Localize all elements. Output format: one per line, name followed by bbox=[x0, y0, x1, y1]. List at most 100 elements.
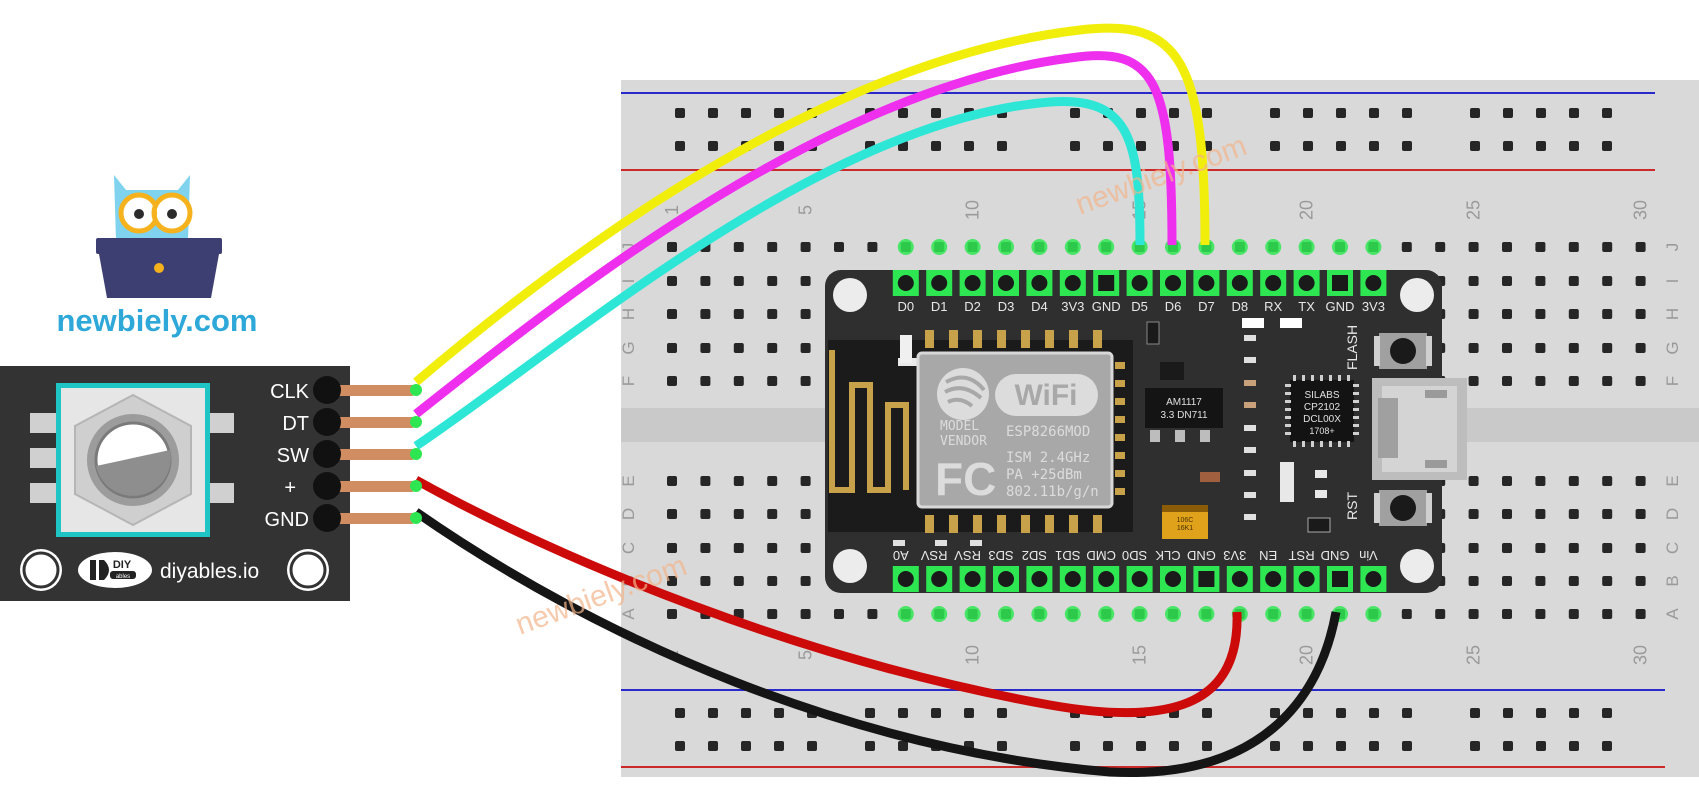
terminal-hole bbox=[733, 343, 744, 353]
wifi-logo-text: WiFi bbox=[1014, 379, 1077, 412]
regulator-line-1: AM1117 bbox=[1166, 397, 1202, 408]
terminal-hole bbox=[1502, 309, 1512, 319]
header-pin bbox=[1298, 275, 1315, 291]
regulator-tab bbox=[1160, 362, 1184, 380]
capacitor-line-2: 16K1 bbox=[1177, 525, 1193, 532]
chip-pin bbox=[1338, 441, 1341, 447]
encoder-pin-socket bbox=[313, 440, 341, 468]
micro-usb-port[interactable] bbox=[1372, 378, 1467, 480]
header-pin bbox=[931, 275, 948, 291]
terminal-hole bbox=[1468, 309, 1479, 319]
terminal-hole bbox=[1635, 376, 1646, 386]
encoder-tab-4 bbox=[206, 413, 234, 433]
encoder-pin-leg bbox=[327, 385, 413, 396]
row-letter: I bbox=[1663, 279, 1682, 284]
header-pin bbox=[1332, 571, 1348, 587]
encoder-tab-2 bbox=[30, 448, 58, 468]
terminal-hole bbox=[1502, 376, 1512, 386]
rail-hole bbox=[1369, 141, 1379, 151]
row-letter: F bbox=[1663, 376, 1682, 386]
terminal-hole bbox=[1502, 543, 1512, 553]
mount-hole-bl bbox=[833, 549, 867, 583]
rail-hole bbox=[1470, 141, 1480, 151]
encoder-pin-leg bbox=[327, 449, 413, 460]
top-pin-label: TX bbox=[1298, 299, 1315, 314]
rail-hole bbox=[1569, 141, 1579, 151]
bottom-pin-label: A0 bbox=[893, 548, 909, 563]
rst-button[interactable] bbox=[1374, 490, 1432, 526]
rail-hole bbox=[675, 708, 685, 718]
terminal-hole bbox=[1635, 576, 1646, 586]
rail-hole bbox=[1470, 741, 1480, 751]
terminal-hole bbox=[667, 276, 677, 286]
rail-hole bbox=[1402, 141, 1412, 151]
terminal-hole bbox=[1568, 609, 1579, 619]
rail-hole bbox=[1136, 108, 1146, 118]
terminal-hole bbox=[1602, 609, 1613, 619]
bottom-pin-label: GND bbox=[1321, 548, 1350, 563]
row-letter: C bbox=[1663, 542, 1682, 554]
capacitor-stripe bbox=[1162, 505, 1208, 512]
rail-hole bbox=[1303, 141, 1313, 151]
terminal-hole bbox=[667, 509, 677, 519]
row-letter: H bbox=[1663, 308, 1682, 320]
terminal-hole bbox=[1468, 509, 1479, 519]
castellation bbox=[1093, 330, 1102, 348]
mount-hole-br bbox=[1400, 549, 1434, 583]
rail-hole bbox=[675, 741, 685, 751]
header-pin bbox=[1231, 571, 1248, 587]
terminal-hole bbox=[700, 543, 711, 553]
terminal-hole bbox=[800, 543, 811, 553]
terminal-hole bbox=[1535, 276, 1546, 286]
castellation bbox=[997, 330, 1006, 348]
row-letter: I bbox=[619, 279, 638, 284]
terminal-hole bbox=[1535, 509, 1546, 519]
terminal-hole bbox=[1635, 242, 1646, 252]
rail-hole bbox=[1136, 741, 1146, 751]
terminal-hole bbox=[767, 609, 778, 619]
encoder-pin-leg bbox=[327, 417, 413, 428]
chip-pin bbox=[1353, 424, 1359, 427]
rail-hole bbox=[1303, 708, 1313, 718]
terminal-hole bbox=[1602, 376, 1613, 386]
terminal-hole bbox=[700, 343, 711, 353]
spec-line-3: 802.11b/g/n bbox=[1006, 484, 1099, 500]
highlight-hole bbox=[1064, 239, 1081, 255]
top-pin-label: 3V3 bbox=[1061, 299, 1084, 314]
encoder-pin-socket bbox=[313, 504, 341, 532]
top-pin-label: GND bbox=[1092, 299, 1121, 314]
terminal-hole bbox=[700, 476, 711, 486]
header-pin bbox=[998, 571, 1014, 587]
top-pin-label: D2 bbox=[964, 299, 981, 314]
header-pin bbox=[1231, 275, 1248, 291]
rail-hole bbox=[708, 108, 718, 118]
regulator-leg-2 bbox=[1175, 430, 1185, 442]
castellation bbox=[1115, 470, 1125, 477]
top-pin-label: D7 bbox=[1198, 299, 1215, 314]
castellation bbox=[1093, 515, 1102, 533]
header-pin bbox=[1298, 571, 1315, 587]
bottom-pin-label: SD1 bbox=[1055, 548, 1080, 563]
rail-hole bbox=[1303, 741, 1313, 751]
rail-hole bbox=[997, 708, 1007, 718]
rail-hole bbox=[1270, 708, 1280, 718]
smd-components bbox=[893, 318, 1331, 546]
column-number: 10 bbox=[963, 645, 983, 665]
terminal-hole bbox=[667, 543, 677, 553]
highlight-hole bbox=[998, 606, 1014, 622]
terminal-hole bbox=[1602, 476, 1613, 486]
rail-hole bbox=[1470, 708, 1480, 718]
rail-hole bbox=[774, 141, 784, 151]
terminal-hole bbox=[800, 609, 811, 619]
flash-button[interactable] bbox=[1374, 333, 1432, 369]
chip-pin bbox=[1329, 375, 1332, 381]
rail-hole bbox=[1336, 108, 1346, 118]
header-pin bbox=[998, 275, 1014, 291]
highlight-hole bbox=[964, 606, 981, 622]
chip-pin bbox=[1320, 375, 1323, 381]
terminal-hole bbox=[1468, 609, 1479, 619]
column-number: 25 bbox=[1464, 200, 1484, 220]
esp-castellations bbox=[925, 330, 1125, 533]
